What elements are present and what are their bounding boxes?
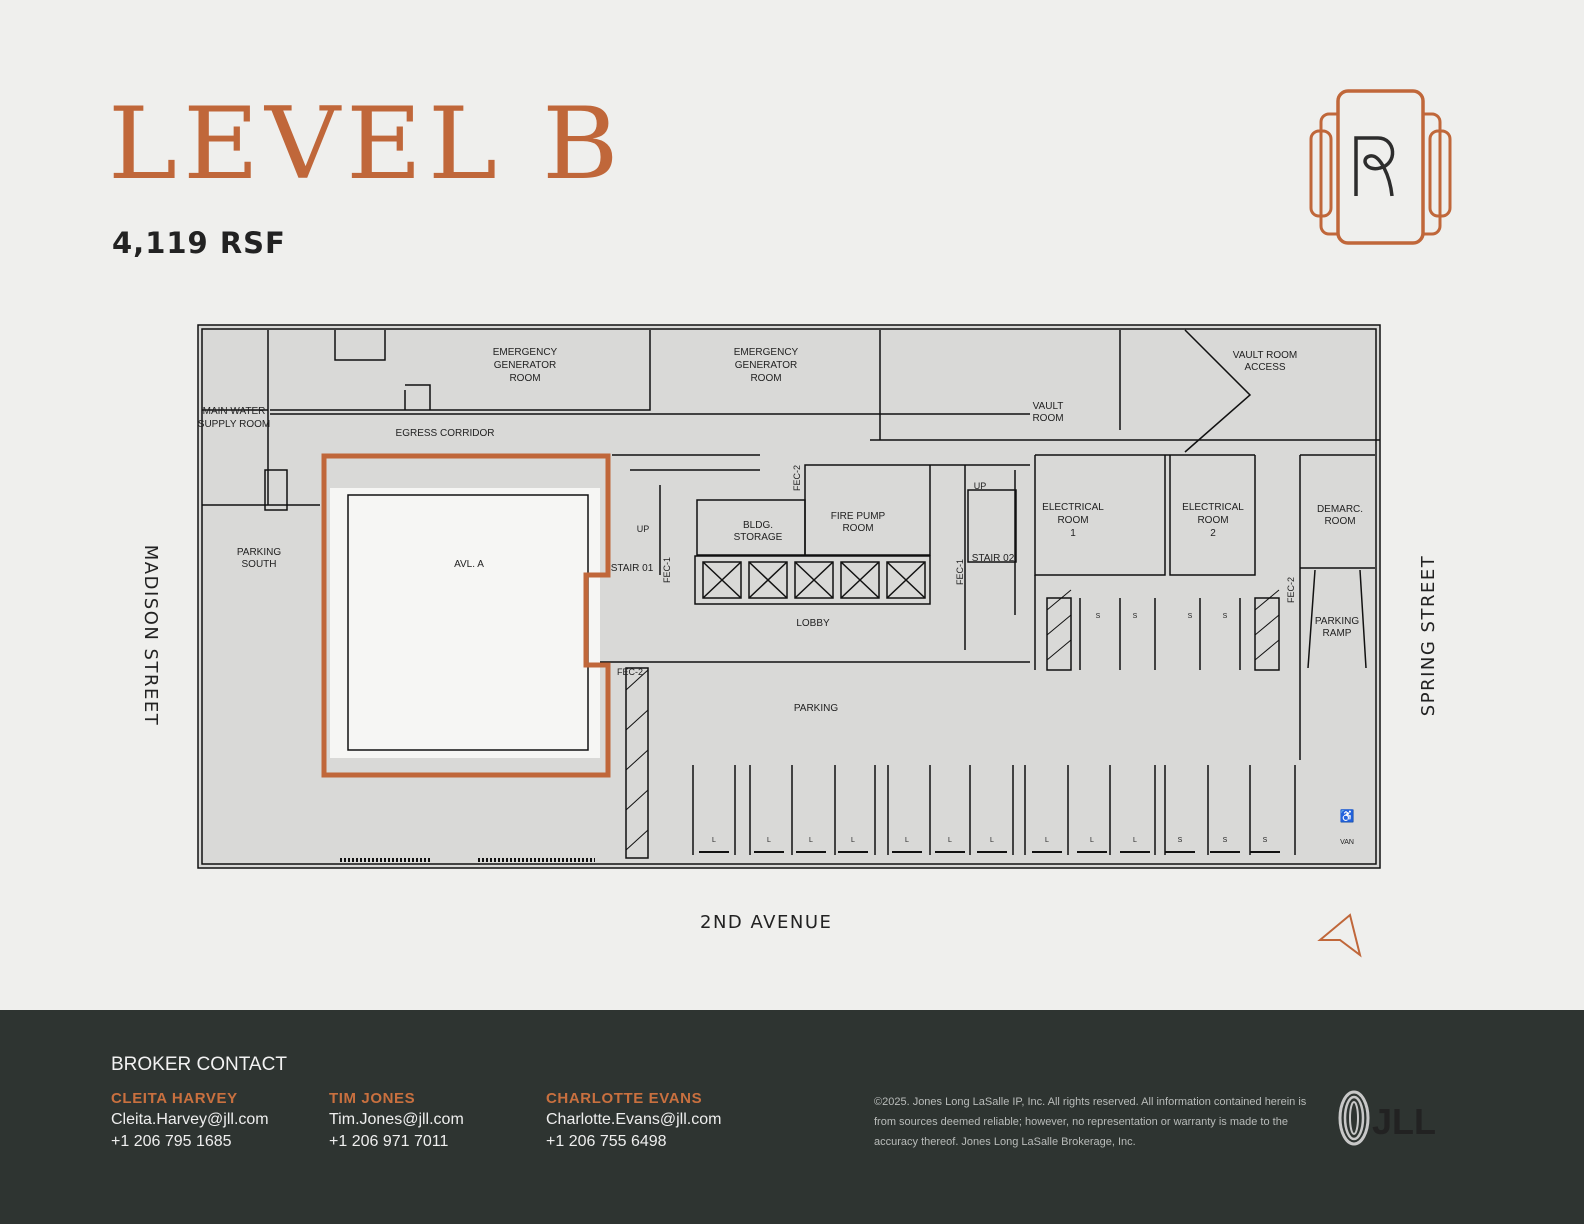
broker-card: CLEITA HARVEY Cleita.Harvey@jll.com +1 2… <box>111 1090 269 1151</box>
fec-2-label: FEC-2 <box>617 667 643 677</box>
fec-2-label: FEC-2 <box>1286 577 1296 603</box>
footer: BROKER CONTACT CLEITA HARVEY Cleita.Harv… <box>0 1010 1584 1224</box>
page-title: LEVEL B <box>108 86 625 202</box>
parking-stall-label: L <box>712 837 716 844</box>
fec-1-label: FEC-1 <box>955 559 965 585</box>
broker-email[interactable]: Tim.Jones@jll.com <box>329 1111 464 1128</box>
svg-text:JLL: JLL <box>1372 1101 1436 1142</box>
up-label: UP <box>637 524 650 534</box>
up-label: UP <box>974 481 987 491</box>
fec-1-label: FEC-1 <box>662 557 672 583</box>
parking-stall-label: L <box>851 837 855 844</box>
street-spring: SPRING STREET <box>1418 554 1440 717</box>
broker-email[interactable]: Charlotte.Evans@jll.com <box>546 1111 722 1128</box>
van-stall-label: VAN <box>1340 839 1354 846</box>
parking-stall-label: S <box>1188 613 1193 620</box>
broker-card: CHARLOTTE EVANS Charlotte.Evans@jll.com … <box>546 1090 721 1151</box>
room-parking: PARKING <box>794 703 838 714</box>
parking-stall-label: L <box>809 837 813 844</box>
jll-logo: JLL <box>1338 1090 1436 1146</box>
broker-name: CLEITA HARVEY <box>111 1090 238 1107</box>
stair-02-label: STAIR 02 <box>972 553 1015 564</box>
room-bldg-storage: BLDG.STORAGE <box>734 520 783 543</box>
parking-stall-label: L <box>1045 837 1049 844</box>
parking-stall-label: L <box>905 837 909 844</box>
parking-stall-label: L <box>1133 837 1137 844</box>
stair-01-label: STAIR 01 <box>611 563 654 574</box>
broker-name: CHARLOTTE EVANS <box>546 1090 703 1107</box>
parking-stall-label: S <box>1223 613 1228 620</box>
broker-contact-heading: BROKER CONTACT <box>111 1054 287 1075</box>
street-madison: MADISON STREET <box>140 544 162 727</box>
broker-card: TIM JONES Tim.Jones@jll.com +1 206 971 7… <box>329 1090 464 1151</box>
parking-stall-label: S <box>1223 837 1228 844</box>
building-logo <box>1309 89 1452 245</box>
parking-stall-label: S <box>1096 613 1101 620</box>
rentable-area: 4,119 RSF <box>112 226 286 260</box>
broker-name: TIM JONES <box>329 1090 416 1107</box>
broker-phone[interactable]: +1 206 755 6498 <box>546 1133 667 1150</box>
room-demarc: DEMARC.ROOM <box>1317 504 1363 527</box>
parking-stall-label: L <box>767 837 771 844</box>
room-egress-corridor: EGRESS CORRIDOR <box>396 428 495 439</box>
street-2nd-avenue: 2ND AVENUE <box>700 912 833 933</box>
broker-email[interactable]: Cleita.Harvey@jll.com <box>111 1111 269 1128</box>
parking-stall-label: L <box>948 837 952 844</box>
parking-stall-label: S <box>1178 837 1183 844</box>
parking-stall-label: L <box>990 837 994 844</box>
room-lobby: LOBBY <box>796 618 830 629</box>
parking-stall-label: L <box>1090 837 1094 844</box>
north-arrow-icon <box>1317 913 1362 958</box>
broker-phone[interactable]: +1 206 795 1685 <box>111 1133 232 1150</box>
accessible-icon: ♿ <box>1340 809 1355 823</box>
room-available-a: AVL. A <box>454 559 484 570</box>
parking-stall-label: S <box>1263 837 1268 844</box>
broker-phone[interactable]: +1 206 971 7011 <box>329 1133 449 1150</box>
fec-2-label: FEC-2 <box>792 465 802 491</box>
parking-stall-label: S <box>1133 613 1138 620</box>
legal-disclaimer: ©2025. Jones Long LaSalle IP, Inc. All r… <box>874 1096 1307 1148</box>
